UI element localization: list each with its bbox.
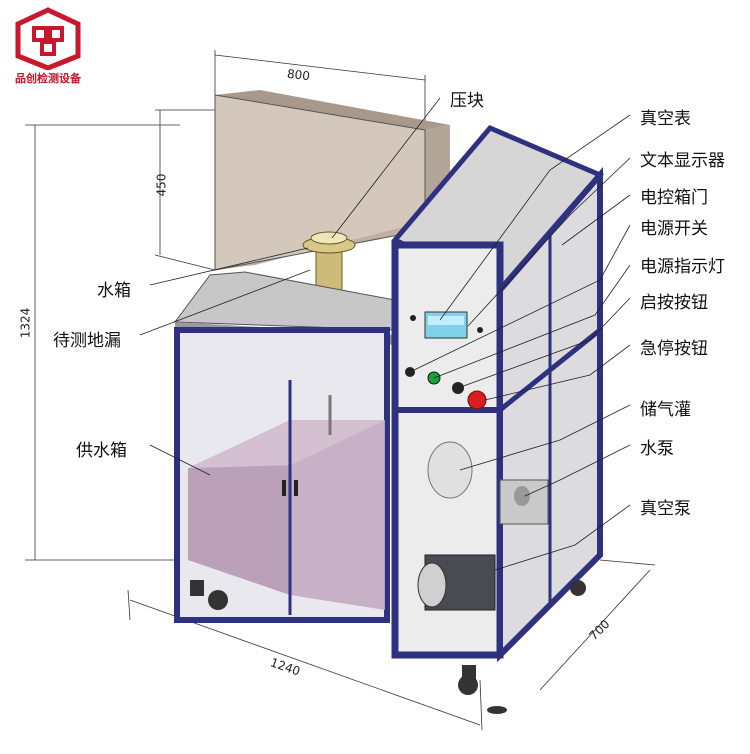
machinery — [417, 441, 549, 611]
table-top — [174, 271, 396, 331]
leader-water-tank — [149, 247, 309, 286]
left-cabinet — [174, 327, 390, 623]
dim-tank-height: 450 — [154, 173, 169, 197]
leader-press-block — [331, 97, 441, 239]
dim-line-width — [214, 54, 426, 81]
label-air-tank: 储气灌 — [640, 400, 691, 420]
label-control-door: 电控箱门 — [640, 188, 708, 208]
label-start-button: 启按按钮 — [640, 293, 708, 313]
label-water-tank: 水箱 — [97, 281, 131, 301]
logo-text: 品创检测设备 — [15, 72, 81, 85]
leader-supply-tank — [149, 444, 211, 476]
label-supply-tank: 供水箱 — [76, 441, 127, 461]
leader-vacuum-gauge — [439, 114, 631, 321]
label-estop-button: 急停按钮 — [640, 339, 708, 359]
label-press-block: 压块 — [450, 91, 484, 111]
estop-button — [467, 390, 487, 410]
label-vacuum-gauge: 真空表 — [640, 109, 691, 129]
casters — [190, 580, 586, 714]
label-vacuum-pump: 真空泵 — [640, 499, 691, 519]
leader-floor-drain — [139, 269, 311, 336]
dimension-lines — [25, 50, 656, 731]
company-logo: 品创检测设备 — [8, 6, 88, 86]
dim-total-height: 1324 — [18, 307, 33, 339]
air-tank — [427, 441, 473, 499]
label-water-pump: 水泵 — [640, 439, 674, 459]
leader-lines — [139, 97, 631, 571]
label-power-light: 电源指示灯 — [640, 257, 725, 277]
label-power-switch: 电源开关 — [640, 219, 708, 239]
dim-line-depth — [539, 569, 651, 691]
logo-mark — [15, 7, 81, 71]
dim-width: 800 — [286, 66, 311, 84]
supply-tank — [188, 465, 290, 595]
label-floor-drain: 待测地漏 — [53, 331, 121, 351]
label-text-display: 文本显示器 — [640, 151, 725, 171]
